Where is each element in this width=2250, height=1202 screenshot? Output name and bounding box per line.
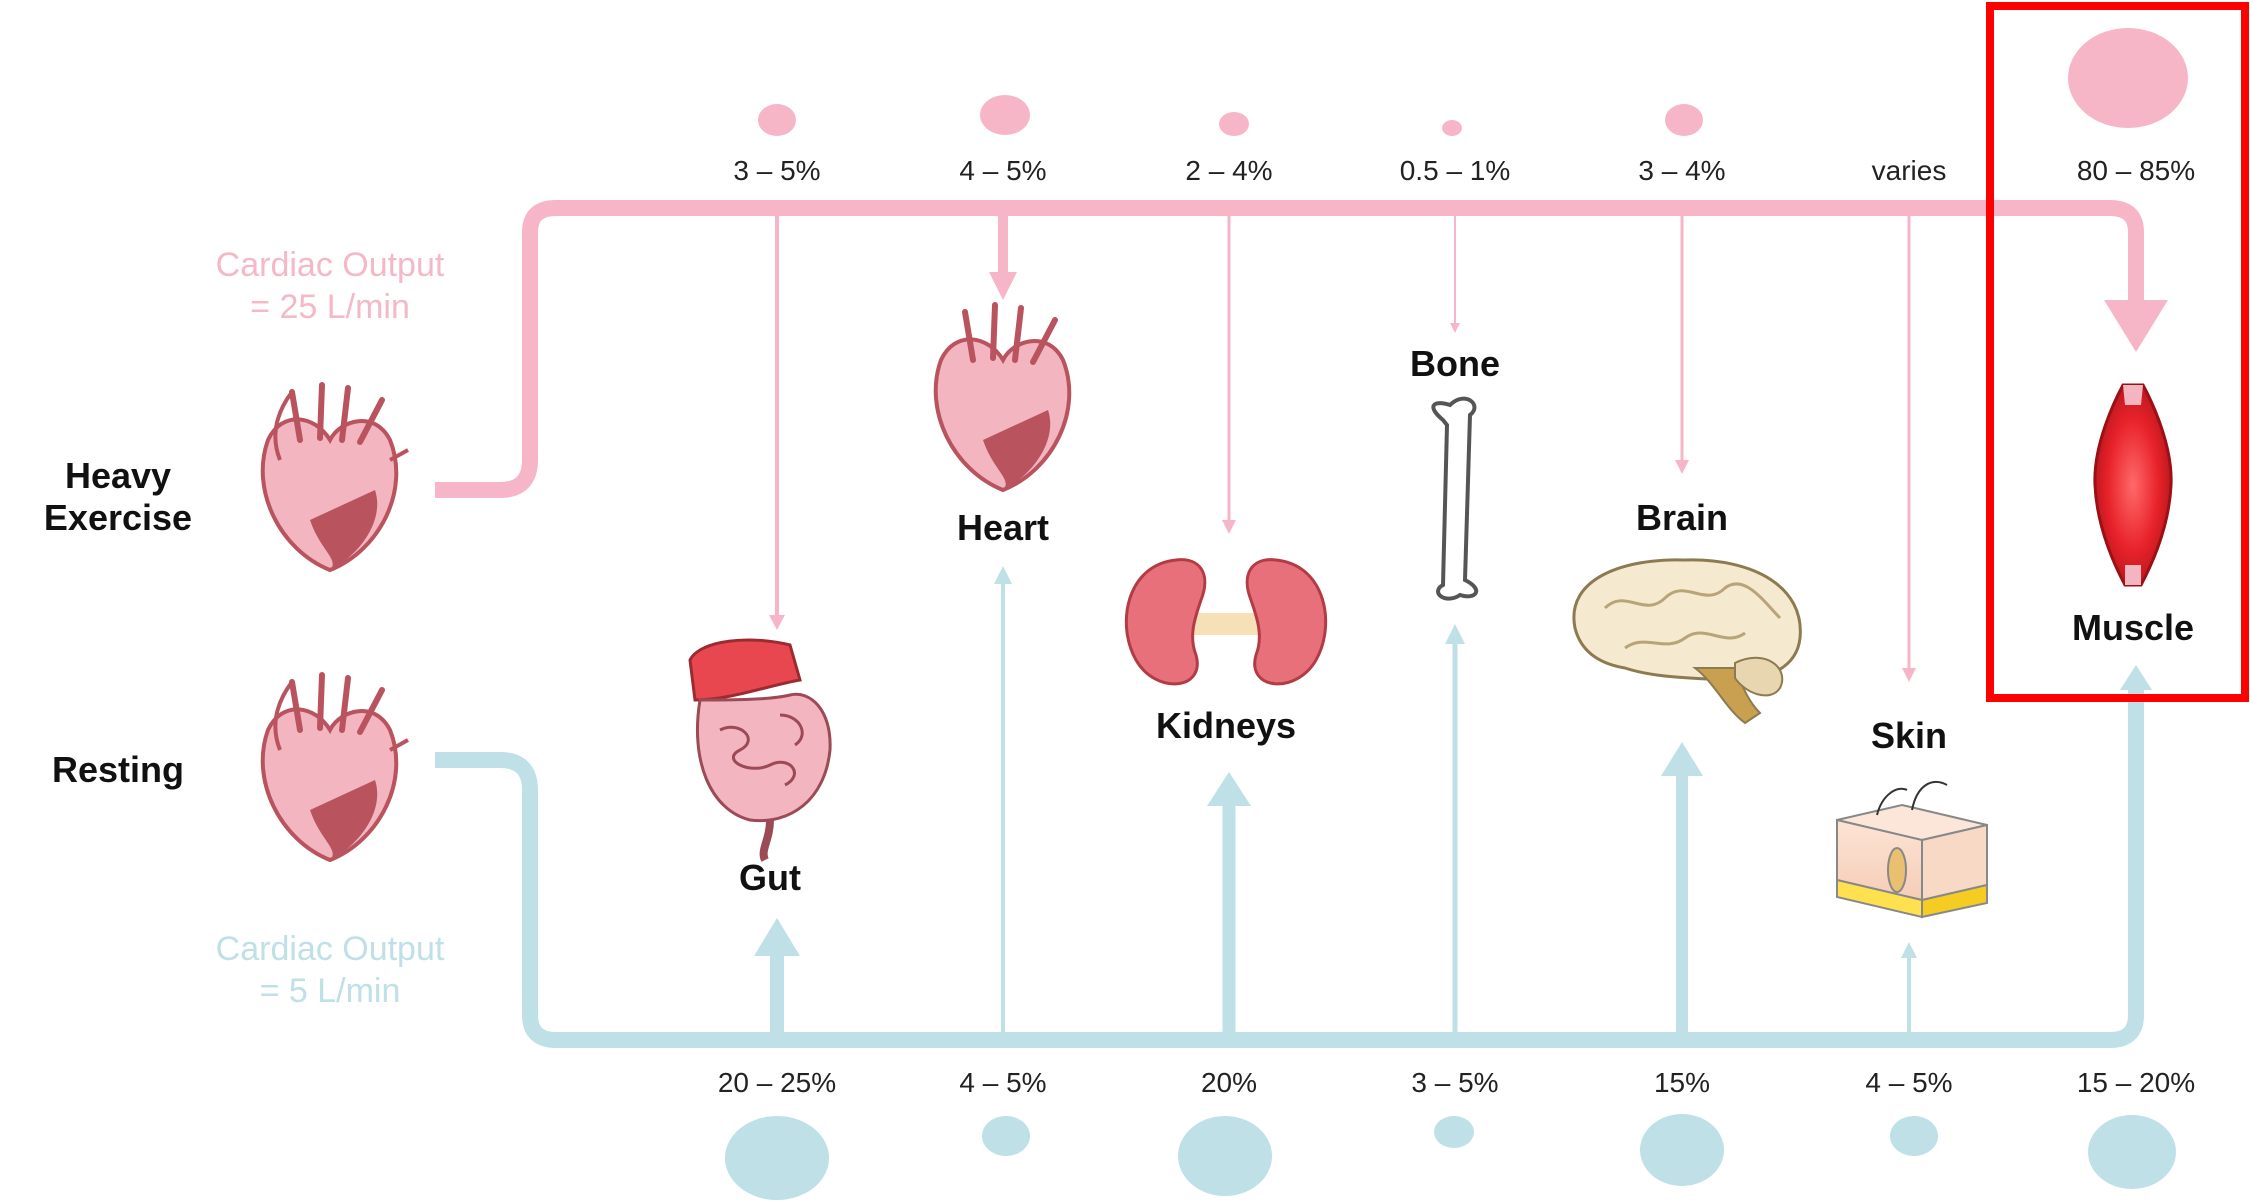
- exercise-pct-kidneys: 2 – 4%: [1185, 155, 1272, 186]
- organ-label-brain: Brain: [1636, 497, 1728, 538]
- resting-bubble-muscle: [2088, 1115, 2176, 1189]
- resting-pct-muscle: 15 – 20%: [2077, 1067, 2195, 1098]
- cardiac-output-labels: Cardiac Output = 25 L/min Cardiac Output…: [216, 246, 445, 1010]
- exercise-bubbles: [758, 28, 2188, 136]
- organ-label-bone: Bone: [1410, 343, 1500, 384]
- resting-bubble-brain: [1640, 1114, 1724, 1186]
- skin-icon: [1837, 782, 1987, 917]
- organ-label-muscle: Muscle: [2072, 607, 2194, 648]
- exercise-bubble-muscle: [2068, 28, 2188, 128]
- exercise-pct-heart: 4 – 5%: [959, 155, 1046, 186]
- resting-bubble-skin: [1890, 1116, 1938, 1156]
- resting-pct-kidneys: 20%: [1201, 1067, 1257, 1098]
- state-labels: Heavy Exercise Resting: [44, 455, 192, 790]
- organ-label-gut: Gut: [739, 857, 801, 898]
- brain-icon: [1574, 560, 1800, 723]
- resting-bubble-kidneys: [1178, 1116, 1272, 1196]
- resting-bubble-heart: [982, 1116, 1030, 1156]
- exercise-pct-brain: 3 – 4%: [1638, 155, 1725, 186]
- exercise-pct-skin: varies: [1872, 155, 1947, 186]
- resting-percentages: 20 – 25% 4 – 5% 20% 3 – 5% 15% 4 – 5% 15…: [718, 1067, 2195, 1098]
- muscle-icon: [2095, 385, 2171, 585]
- bone-icon: [1433, 399, 1476, 599]
- gut-icon: [690, 640, 830, 860]
- kidneys-icon: [1126, 560, 1325, 684]
- exercise-cardiac-output-line1: Cardiac Output: [216, 246, 445, 284]
- exercise-bubble-kidneys: [1219, 112, 1249, 136]
- exercise-percentages: 3 – 5% 4 – 5% 2 – 4% 0.5 – 1% 3 – 4% var…: [733, 155, 2195, 186]
- exercise-pct-bone: 0.5 – 1%: [1400, 155, 1511, 186]
- exercise-pct-gut: 3 – 5%: [733, 155, 820, 186]
- exercise-bubble-heart: [980, 95, 1030, 135]
- exercise-pct-muscle: 80 – 85%: [2077, 155, 2195, 186]
- resting-pct-gut: 20 – 25%: [718, 1067, 836, 1098]
- resting-bubbles: [725, 1114, 2176, 1200]
- heart-icon: [263, 675, 408, 860]
- heart-icon: [263, 385, 408, 570]
- resting-label: Resting: [52, 749, 184, 790]
- organ-label-heart: Heart: [957, 507, 1049, 548]
- resting-bubble-bone: [1434, 1116, 1474, 1148]
- resting-pct-brain: 15%: [1654, 1067, 1710, 1098]
- exercise-cardiac-output-line2: = 25 L/min: [250, 288, 410, 326]
- resting-cardiac-output-line2: = 5 L/min: [260, 972, 401, 1010]
- exercise-bubble-bone: [1442, 120, 1462, 136]
- resting-bubble-gut: [725, 1116, 829, 1200]
- organ-label-kidneys: Kidneys: [1156, 705, 1296, 746]
- exercise-bubble-brain: [1665, 104, 1703, 136]
- organ-label-skin: Skin: [1871, 715, 1947, 756]
- heart-icon: [936, 305, 1070, 490]
- resting-pct-skin: 4 – 5%: [1865, 1067, 1952, 1098]
- exercise-bubble-gut: [758, 104, 796, 136]
- resting-pct-bone: 3 – 5%: [1411, 1067, 1498, 1098]
- resting-cardiac-output-line1: Cardiac Output: [216, 930, 445, 968]
- heavy-exercise-label-line2: Exercise: [44, 497, 192, 538]
- resting-pct-heart: 4 – 5%: [959, 1067, 1046, 1098]
- heavy-exercise-label-line1: Heavy: [65, 455, 171, 496]
